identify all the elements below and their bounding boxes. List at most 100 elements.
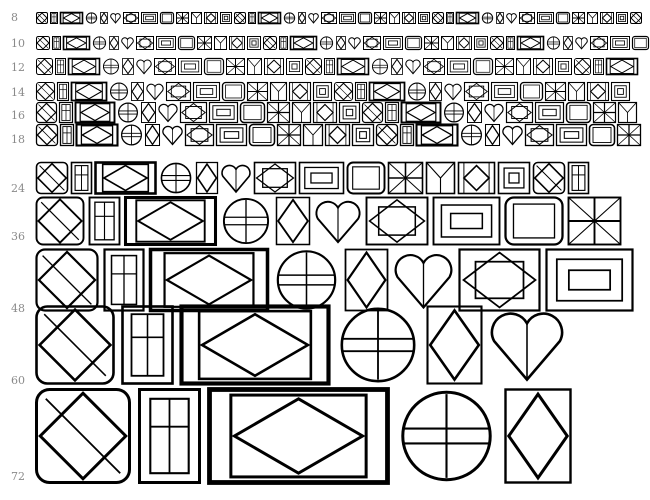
nested-rect-icon (156, 36, 176, 50)
slatted-diamond-icon (264, 58, 284, 75)
rounded-square-icon (159, 11, 175, 25)
slatted-diamond-icon (312, 101, 338, 124)
heart-icon (575, 37, 588, 50)
window-pane-icon (399, 123, 415, 147)
cross-grid-icon (616, 123, 642, 147)
circle-frame-icon (460, 124, 483, 146)
spiral-square-icon (351, 123, 375, 147)
heart-icon (110, 13, 121, 24)
circle-frame-icon (92, 36, 107, 50)
diamond-icon (122, 58, 134, 75)
square-diamond-icon (184, 123, 215, 147)
slatted-diamond-icon (324, 123, 351, 147)
heart-icon (502, 125, 523, 146)
square-x-icon (375, 123, 399, 147)
heart-icon (348, 37, 361, 50)
rounded-square-icon (588, 123, 616, 147)
triangle-pane-icon (587, 12, 598, 24)
nested-rect-icon (610, 36, 630, 50)
glyph-row-36 (35, 195, 622, 247)
square-x-icon (361, 101, 384, 124)
circle-frame-icon (401, 390, 492, 482)
diamond-frame-icon (67, 57, 101, 76)
spiral-square-icon (312, 81, 333, 102)
cross-grid-icon (226, 58, 245, 75)
cross-grid-icon (374, 12, 387, 24)
window-pane-icon (121, 305, 174, 385)
square-x-icon (35, 305, 115, 385)
slatted-diamond-icon (457, 161, 496, 195)
window-pane-icon (58, 101, 74, 124)
diamond-frame-icon (148, 247, 270, 313)
rounded-square-icon (239, 101, 266, 124)
glyph-row-12 (36, 57, 639, 76)
diamond-icon (496, 12, 504, 24)
square-x-icon (35, 388, 131, 484)
glyph-row-16 (35, 101, 638, 124)
diamond-icon (467, 102, 482, 123)
nested-rect-icon (432, 196, 501, 246)
glyph-row-72 (35, 387, 572, 485)
diamond-icon (504, 388, 572, 484)
size-label-36: 36 (11, 230, 25, 243)
rounded-square-icon (555, 11, 571, 25)
cross-grid-icon (197, 36, 212, 50)
nested-rect-icon (298, 161, 345, 195)
circle-frame-icon (85, 12, 98, 24)
glyph-row-24 (35, 161, 590, 195)
rounded-square-icon (404, 35, 423, 51)
diamond-frame-icon (74, 101, 116, 124)
diamond-frame-icon (516, 35, 545, 51)
circle-frame-icon (120, 124, 143, 146)
cross-grid-icon (276, 123, 302, 147)
spiral-square-icon (474, 36, 488, 50)
window-pane-icon (567, 161, 590, 195)
circle-frame-icon (109, 82, 129, 101)
square-x-icon (234, 12, 246, 24)
heart-icon (484, 103, 504, 123)
rounded-square-icon (346, 161, 386, 195)
diamond-frame-icon (415, 123, 459, 147)
cross-grid-icon (544, 81, 567, 102)
diamond-frame-icon (455, 11, 480, 25)
heart-icon (315, 200, 361, 244)
square-diamond-icon (154, 58, 176, 75)
square-x-icon (36, 58, 53, 75)
square-diamond-icon (463, 81, 490, 102)
glyph-row-48 (35, 247, 634, 313)
diamond-frame-icon (123, 195, 218, 247)
circle-frame-icon (371, 58, 389, 75)
square-x-icon (35, 123, 59, 147)
triangle-pane-icon (247, 58, 262, 75)
window-pane-icon (138, 388, 201, 484)
spiral-square-icon (418, 12, 430, 24)
square-diamond-icon (136, 36, 154, 50)
heart-icon (506, 13, 517, 24)
nested-rect-icon (192, 81, 221, 102)
diamond-frame-icon (336, 57, 370, 76)
diamond-frame-icon (207, 387, 390, 485)
square-x-icon (35, 81, 56, 102)
circle-frame-icon (117, 102, 138, 123)
heart-icon (405, 59, 421, 75)
slatted-diamond-icon (586, 81, 610, 102)
square-x-icon (36, 12, 48, 24)
circle-frame-icon (276, 250, 337, 310)
triangle-pane-icon (269, 81, 288, 102)
circle-frame-icon (102, 58, 120, 75)
square-diamond-icon (458, 248, 541, 312)
square-x-icon (35, 101, 58, 124)
diamond-icon (563, 36, 573, 50)
size-label-12: 12 (11, 61, 25, 74)
slatted-diamond-icon (288, 81, 312, 102)
square-diamond-icon (423, 58, 445, 75)
triangle-pane-icon (191, 12, 202, 24)
square-diamond-icon (365, 196, 429, 246)
window-pane-icon (593, 58, 604, 75)
square-diamond-icon (165, 81, 192, 102)
square-diamond-icon (524, 123, 555, 147)
window-pane-icon (446, 12, 454, 24)
spiral-square-icon (286, 58, 303, 75)
size-label-48: 48 (11, 302, 25, 315)
spiral-square-icon (247, 36, 261, 50)
